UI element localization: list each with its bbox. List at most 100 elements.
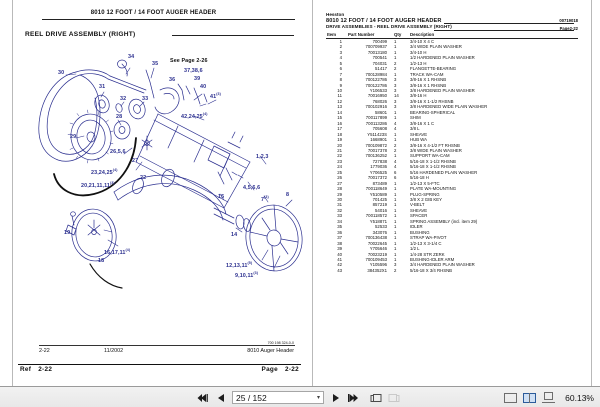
cell-part-number: Y510589: [369, 191, 387, 197]
cell-qty: 3: [394, 104, 397, 110]
next-view-icon[interactable]: [387, 391, 400, 405]
cell-item: 39: [337, 246, 342, 252]
col-qty: Qty: [394, 32, 410, 40]
cell-item: 19: [337, 137, 342, 143]
page-left[interactable]: 8010 12 FOOT / 14 FOOT AUGER HEADER REEL…: [12, 0, 307, 386]
cell-part-number: 54016: [375, 207, 387, 213]
zoom-level-label: 60.13%: [565, 392, 594, 403]
document-viewport[interactable]: 8010 12 FOOT / 14 FOOT AUGER HEADER REEL…: [0, 0, 600, 386]
cell-qty: 1: [394, 131, 397, 137]
callout-28: 28: [116, 114, 123, 120]
cell-qty: 3: [394, 82, 397, 88]
cell-part-number: 700113286: [365, 120, 387, 126]
cell-item: 32: [337, 207, 342, 213]
cell-description: BUSHING-IDLER ARM: [410, 257, 455, 263]
cell-part-number: 70023219: [367, 251, 387, 257]
cell-item: 27: [337, 180, 342, 186]
cell-item: 36: [337, 229, 342, 235]
cell-part-number: 1668901: [370, 137, 387, 143]
cell-description: 3/8-16 X 1 RHSNB: [410, 82, 447, 88]
page-number-input[interactable]: 25 / 152 ▾: [232, 391, 324, 404]
cell-qty: 14: [394, 93, 399, 99]
cell-item: 35: [337, 224, 342, 230]
cell-part-number: 727838: [372, 158, 387, 164]
next-page-icon[interactable]: [329, 391, 342, 405]
cell-part-number: 700136252: [365, 153, 387, 159]
chevron-down-icon[interactable]: ▾: [316, 395, 320, 401]
callout-41: 41(3): [210, 92, 221, 100]
callout-32: 32: [120, 96, 127, 102]
callout-1-2-3: 1,2,3: [256, 154, 269, 160]
cell-part-number: 700128984: [365, 71, 387, 77]
cell-part-number: 51417: [375, 66, 387, 72]
callout-12-13-11: 12,13,11(5): [226, 261, 253, 269]
cell-qty: 1: [394, 153, 397, 159]
cell-qty: 4: [394, 126, 397, 132]
cell-part-number: 70013180: [367, 49, 387, 55]
page-left-edge: [12, 0, 13, 386]
page-right-edge-right: [591, 0, 592, 386]
cell-part-number: 857219: [372, 202, 387, 208]
cell-qty: 1: [394, 197, 397, 203]
cell-description: 5/16-18 X 1-1/2 RHSNB: [410, 164, 456, 170]
cell-item: 16: [337, 120, 342, 126]
previous-view-icon[interactable]: [369, 391, 382, 405]
continuous-view-icon[interactable]: [542, 391, 556, 404]
cell-description: SPRING ASSEMBLY (incl. item 29): [410, 218, 478, 224]
cell-qty: 3: [394, 262, 397, 268]
facing-page-view-icon[interactable]: [523, 392, 537, 404]
cell-description: 3/4-10 H: [410, 49, 427, 55]
cell-item: 4: [339, 55, 342, 61]
callout-9-10-11: 9,10,11(3): [235, 271, 259, 279]
callout-30: 30: [58, 70, 65, 76]
page-right[interactable]: Hesston 8010 12 FOOT / 14 FOOT AUGER HEA…: [312, 0, 592, 386]
callout-42-24-25: 42,24,25(4): [181, 112, 208, 120]
cell-part-number: 700136438: [365, 235, 387, 241]
cell-item: 31: [337, 202, 342, 208]
cell-qty: 1: [394, 218, 397, 224]
single-page-view-icon[interactable]: [504, 392, 518, 404]
first-page-icon[interactable]: [196, 391, 209, 405]
cell-item: 2: [339, 44, 342, 50]
cell-item: 30: [337, 197, 342, 203]
cell-part-number: 700118649: [365, 186, 387, 192]
callout-33: 33: [142, 96, 149, 102]
previous-page-icon[interactable]: [214, 391, 227, 405]
cell-part-number: 70017378: [367, 147, 387, 153]
last-page-icon[interactable]: [347, 391, 360, 405]
cell-item: 41: [337, 257, 342, 263]
right-page-doc-number: 00719018: [559, 17, 578, 23]
callout-40: 40: [200, 84, 207, 90]
cell-qty: 1: [394, 213, 397, 219]
callout-see-page-2-26: See Page 2-26: [170, 58, 208, 64]
cell-description: 3/8 X 2 GIB KEY: [410, 197, 443, 203]
left-page-header-title: 8010 12 FOOT / 14 FOOT AUGER HEADER: [90, 10, 217, 16]
cell-description: HUB WA: [410, 137, 428, 143]
cell-part-number: 701425: [372, 197, 387, 203]
cell-description: 1/4-28 STR ZERK: [410, 251, 445, 257]
callout-22: 22: [140, 175, 147, 181]
cell-qty: 1: [394, 202, 397, 208]
cell-description: SHIM: [410, 115, 421, 121]
col-description: Description: [410, 32, 578, 40]
cell-item: 40: [337, 251, 342, 257]
cell-part-number: 873489: [372, 180, 387, 186]
cell-item: 18: [337, 131, 342, 137]
cell-description: 1/2 L: [410, 246, 420, 252]
col-item: Item: [326, 32, 348, 40]
